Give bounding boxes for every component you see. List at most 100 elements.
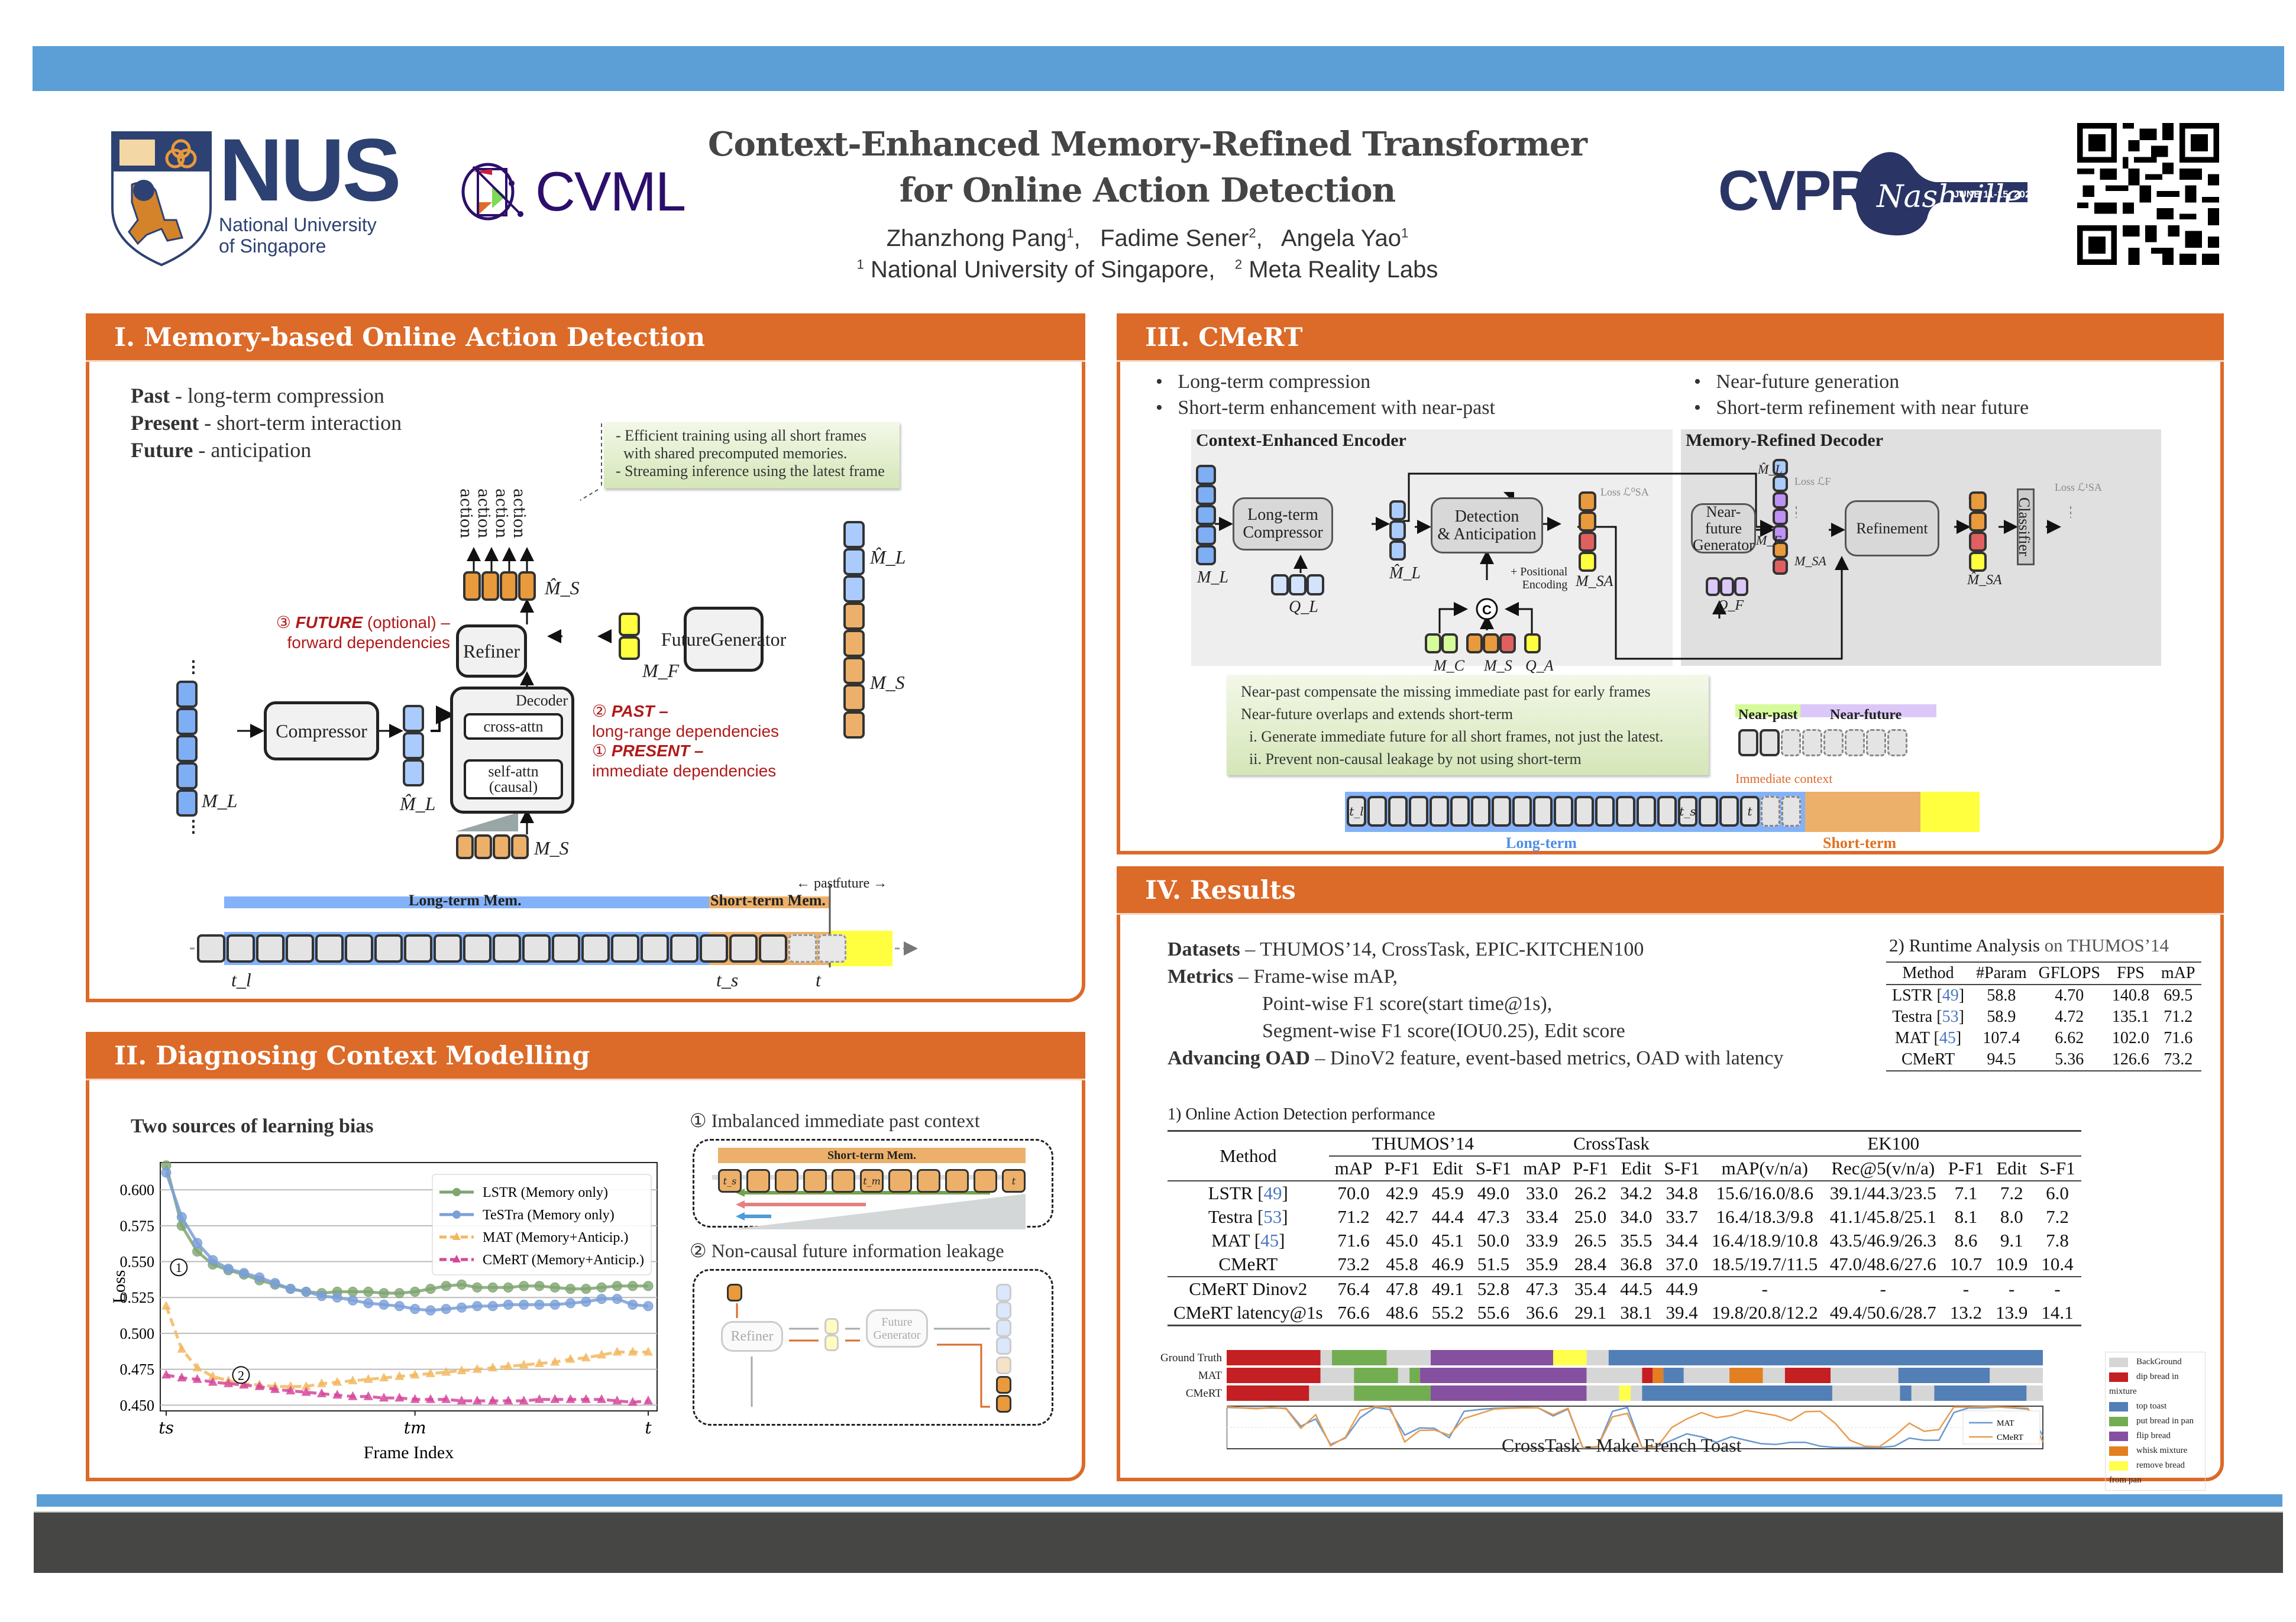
value-cell: 34.4 [1666,1230,1698,1251]
ms-token [493,834,510,859]
decoder-block: Decoder cross-attn self-attn(causal) [450,687,574,814]
value-cell: 8.1 [1954,1206,1978,1227]
top-banner [33,46,2284,91]
ml-token [176,708,198,735]
value-cell: 46.9 [1431,1254,1464,1274]
long-term-mem-label: Long-term Mem. [409,892,522,909]
msa-token [1579,491,1596,511]
value-cell: 76.6 [1337,1302,1370,1323]
value-cell: 94.5 [1987,1050,2016,1069]
value-cell: 18.5/19.7/11.5 [1712,1254,1818,1274]
value-cell: - [1761,1278,1768,1299]
bullet-text: Near-future generation [1716,371,1900,393]
present-annotation: ① PRESENT –immediate dependencies [592,741,776,781]
refiner-box-faded: Refiner [721,1321,783,1352]
data-point [503,1396,513,1405]
frame-cell: t_s [718,1169,742,1193]
box-line: (causal) [489,778,538,795]
refiner-box: Refiner [456,624,527,678]
action-label: action [510,488,528,539]
cvpr-dates: JUNE 11-15, 2025 [1954,189,2030,200]
note-line: Near-past compensate the missing immedia… [1241,683,1651,700]
action-segment [1586,1385,1619,1401]
annotation-label: 2 [238,1368,244,1383]
msa-hat-token [1969,552,1987,572]
ms-label: M_S [870,672,905,693]
value-cell: 5.36 [2055,1050,2084,1069]
value-cell: 71.6 [1337,1230,1370,1251]
column-header: mAP [2161,964,2195,982]
ms-token [843,684,865,711]
y-tick-label: 0.600 [120,1181,155,1199]
citation-link[interactable]: 53 [1942,1008,1959,1026]
citation-link[interactable]: 49 [1942,986,1959,1005]
data-point [534,1299,545,1310]
frame-cell [974,1169,997,1193]
row-label: Ground Truth [1160,1352,1222,1364]
data-point [441,1304,451,1315]
frame-cell [888,1169,912,1193]
citation-link[interactable]: 53 [1263,1206,1282,1227]
citation-link[interactable]: 45 [1260,1230,1279,1251]
term: Present [131,411,199,435]
data-point [410,1394,420,1403]
value-cell: - [1962,1278,1970,1299]
action-segment [1309,1385,1354,1401]
value-cell: 8.6 [1954,1230,1978,1251]
data-point [519,1359,529,1369]
box-line: & Anticipation [1437,525,1537,543]
loss-sa0-label: Loss ℒ⁰SA [1600,486,1649,498]
method-cell: MAT [45] [1894,1029,1962,1047]
ml-token [1196,465,1216,485]
data-point [596,1282,607,1293]
data-point [565,1354,575,1363]
frame-cell [1866,729,1886,756]
info-desc: – THUMOS’14, CrossTask, EPIC-KITCHEN100 [1240,938,1644,960]
affiliations: 1 National University of Singapore, 2 Me… [856,257,1438,283]
data-point [348,1391,358,1400]
ms-token [456,834,474,859]
legend-label: MAT [1997,1419,2014,1428]
info-desc: – DinoV2 feature, event-based metrics, O… [1309,1047,1784,1069]
section-title: II. Diagnosing Context Modelling [86,1032,1085,1080]
near-future-bar [1800,704,1936,717]
frame-cell [1512,796,1532,827]
action-segment [1832,1385,1900,1401]
ml-hat-token [1389,540,1406,561]
method-cell: CMeRT [1902,1050,1955,1069]
nus-logo-text: NUS National University of Singapore [219,125,402,257]
data-point [549,1282,560,1293]
ql-label: Q_L [1289,598,1318,616]
row-label: CMeRT [1185,1387,1222,1400]
ml-token-faded [996,1284,1011,1302]
affil-name: Meta Reality Labs [1249,257,1438,283]
desc: - short-term interaction [199,411,402,435]
value-cell: 71.2 [2164,1008,2193,1026]
qr-code[interactable] [2077,121,2219,267]
cross-attn-box: cross-attn [464,713,563,740]
value-cell: 51.5 [1477,1254,1510,1274]
data-point [316,1291,327,1302]
data-point [628,1299,638,1310]
data-point [457,1396,467,1405]
frame-cell [1657,796,1677,827]
column-header: #Param [1976,964,2027,982]
frame-cell [641,934,669,963]
citation-link[interactable]: 49 [1263,1183,1282,1203]
method-cell: LSTR [49] [1208,1183,1288,1203]
legend-swatch [2109,1446,2128,1456]
author-name: Angela Yao [1280,225,1402,251]
citation-link[interactable]: 45 [1939,1029,1956,1047]
legend-label: TeSTra (Memory only) [483,1207,615,1223]
column-header: Edit [1621,1158,1652,1179]
annot-desc: immediate dependencies [592,762,777,780]
value-cell: 28.4 [1574,1254,1607,1274]
value-cell: 25.0 [1574,1206,1607,1227]
legend-label: put bread in pan [2136,1416,2194,1426]
action-segment [1354,1368,1398,1383]
